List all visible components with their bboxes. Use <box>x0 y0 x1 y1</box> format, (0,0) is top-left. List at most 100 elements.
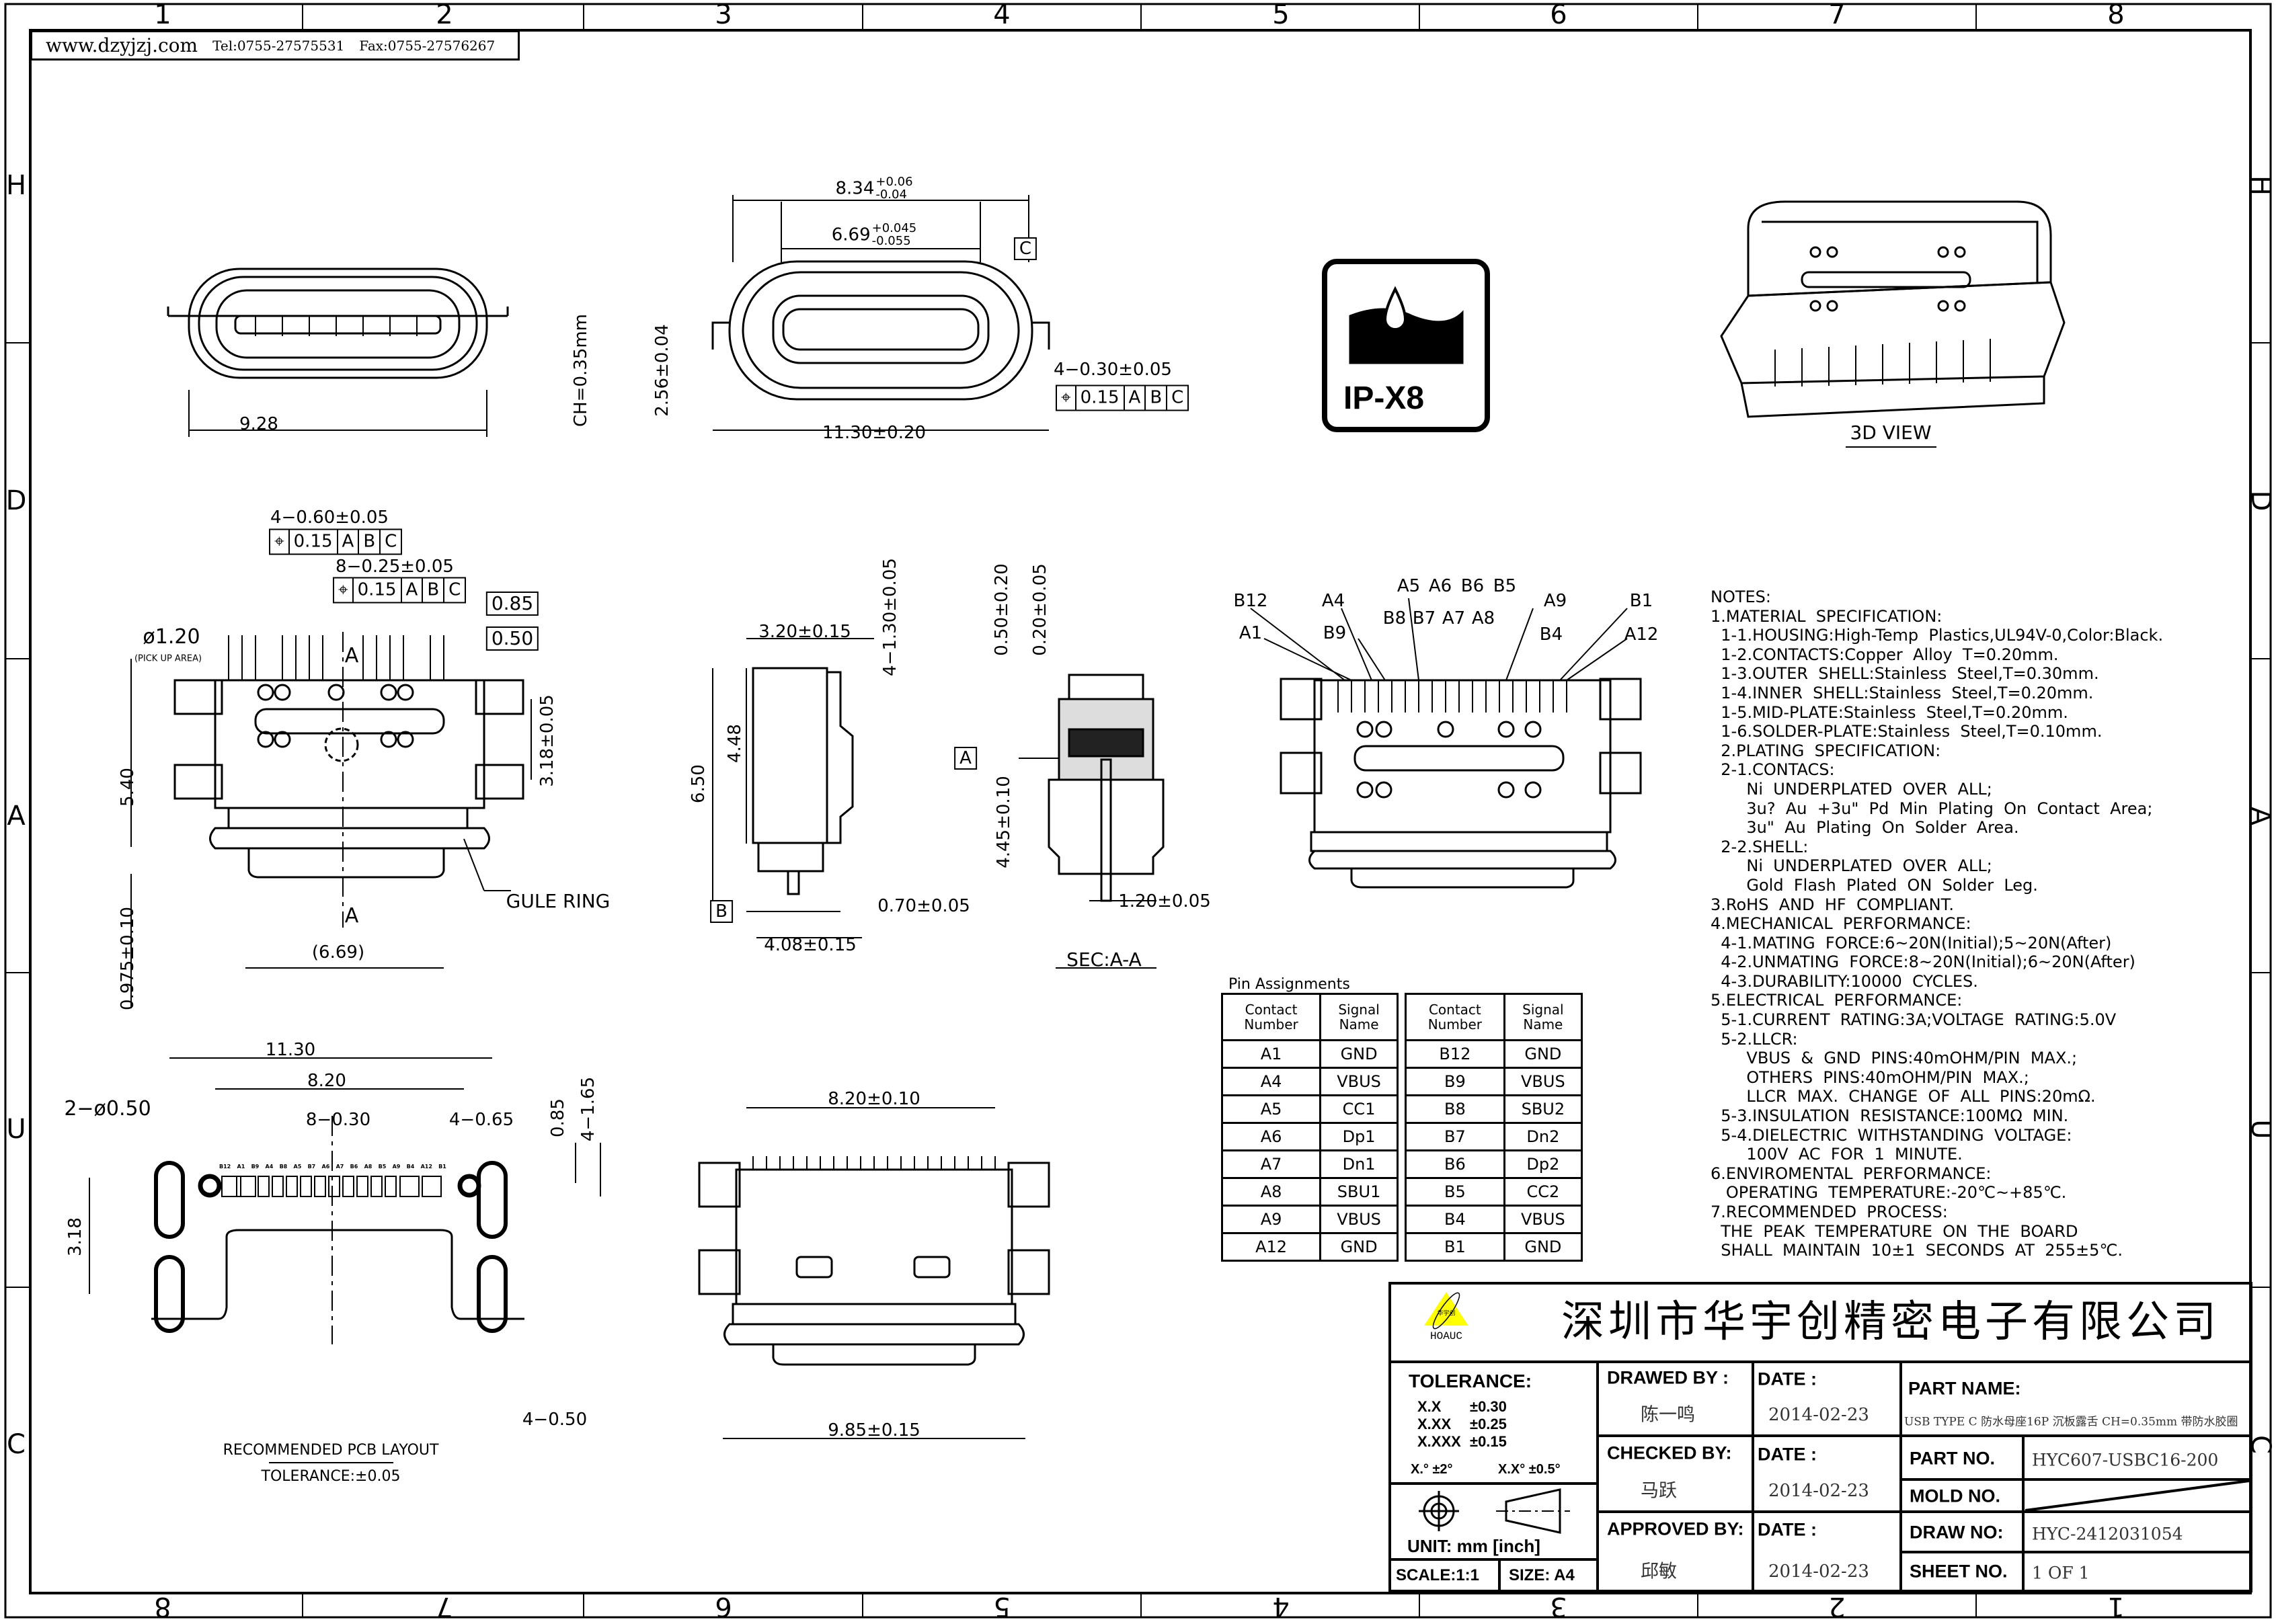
3d-view <box>1720 200 2066 448</box>
dim-11-30-pcb: 11.30 <box>265 1040 316 1060</box>
pad-label: B12 <box>219 1164 231 1170</box>
note-line: 1-4.INNER SHELL:Stainless Steel,T=0.20mm… <box>1711 683 2094 702</box>
pad-label: A7 <box>336 1164 344 1170</box>
dim-0-85-pcb: 0.85 <box>548 1098 568 1137</box>
note-line: 5-3.INSULATION RESISTANCE:100MΩ MIN. <box>1711 1106 2069 1126</box>
logo-cn-text: 华宇创 <box>1437 1310 1456 1317</box>
approved-by: 邱敏 <box>1641 1561 1677 1582</box>
contact-cell: B9 <box>1405 1067 1505 1096</box>
title-block-symbols <box>1419 1488 1570 1534</box>
part-no: HYC607-USBC16-200 <box>2032 1450 2219 1470</box>
datum-b: B <box>710 900 733 923</box>
grid-col-label: 8 <box>2107 0 2125 30</box>
signal-cell: VBUS <box>1503 1067 1583 1096</box>
draw-no: HYC-2412031054 <box>2032 1524 2183 1544</box>
pin-label: A6 <box>1428 576 1452 596</box>
contact-cell: B5 <box>1405 1177 1505 1207</box>
pin-view <box>1250 598 1642 889</box>
pad-label: A9 <box>392 1164 401 1170</box>
note-line: THE PEAK TEMPERATURE ON THE BOARD <box>1711 1221 2078 1241</box>
signal-cell: GND <box>1503 1232 1583 1262</box>
draw-no-label: DRAW NO: <box>1910 1522 2004 1543</box>
grid-ticks <box>5 4 2271 1617</box>
grid-col-label: 7 <box>1828 0 1846 30</box>
basic-dim-0-85: 0.85 <box>485 592 539 616</box>
signal-cell: Dn2 <box>1503 1122 1583 1151</box>
grid-row-label: C <box>2245 1435 2276 1454</box>
pin-label: A7 <box>1442 608 1466 628</box>
date-drawed: 2014-02-23 <box>1768 1405 1869 1425</box>
pin-label: A8 <box>1471 608 1495 628</box>
col-header: Contact Number <box>1220 993 1322 1041</box>
pin-label: A4 <box>1321 591 1345 611</box>
section-title: SEC:A-A <box>1066 948 1142 971</box>
approved-by-label: APPROVED BY: <box>1607 1518 1744 1539</box>
note-line: 2-2.SHELL: <box>1711 837 1809 856</box>
section-marker: A <box>344 904 359 928</box>
note-line: 1.MATERIAL SPECIFICATION: <box>1711 606 1943 626</box>
grid-col-label: 6 <box>715 1591 732 1622</box>
pad-label: A5 <box>293 1164 302 1170</box>
grid-row-label: A <box>7 801 26 831</box>
fcf-datum: A <box>1123 386 1145 410</box>
note-line: 4-3.DURABILITY:10000 CYCLES. <box>1711 971 1978 991</box>
note-line: 4-1.MATING FORCE:6~20N(Initial);5~20N(Af… <box>1711 933 2112 952</box>
checked-by-label: CHECKED BY: <box>1607 1443 1732 1463</box>
website-link[interactable]: www.dzyjzj.com <box>46 34 198 56</box>
note-line: 3u? Au +3u" Pd Min Plating On Contact Ar… <box>1711 799 2153 818</box>
tol-format: X.XXX <box>1417 1433 1461 1450</box>
signal-cell: GND <box>1319 1232 1399 1262</box>
dim-holes: 2−ø0.50 <box>64 1097 151 1121</box>
position-icon: ⌖ <box>338 579 348 600</box>
note-line: 5.ELECTRICAL PERFORMANCE: <box>1711 991 1963 1010</box>
contact-cell: A8 <box>1220 1177 1322 1207</box>
pin-table-caption: Pin Assignments <box>1228 976 1350 993</box>
pcb-layout-view <box>89 1057 601 1463</box>
company-contact-header: www.dzyjzj.com Tel:0755-27575531 Fax:075… <box>30 30 520 60</box>
section-view <box>1019 674 1165 969</box>
contact-cell: A4 <box>1220 1067 1322 1096</box>
note-line: 6.ENVIROMENTAL PERFORMANCE: <box>1711 1164 1992 1183</box>
scale-label: SCALE:1:1 <box>1396 1566 1480 1584</box>
datum-a: A <box>954 747 977 770</box>
signal-cell: Dn1 <box>1319 1149 1399 1179</box>
dim-0-975: 0.975±0.10 <box>118 906 138 1011</box>
dim-9-85: 9.85±0.15 <box>828 1420 920 1440</box>
note-line: Gold Flash Plated ON Solder Leg. <box>1711 875 2038 895</box>
grid-row-label: U <box>6 1114 26 1145</box>
pad-label: B5 <box>378 1164 387 1170</box>
grid-col-label: 2 <box>436 0 453 30</box>
signal-cell: SBU1 <box>1319 1177 1399 1207</box>
dim-0-60: 4−0.60±0.05 <box>270 508 389 528</box>
fcf-datum: B <box>358 530 379 554</box>
grid-col-label: 4 <box>1272 1591 1290 1622</box>
part-no-label: PART NO. <box>1910 1448 1995 1469</box>
fcf-datum: B <box>422 578 443 602</box>
signal-cell: SBU2 <box>1503 1094 1583 1124</box>
signal-cell: VBUS <box>1319 1205 1399 1234</box>
signal-cell: GND <box>1503 1039 1583 1069</box>
ip-x8-icon <box>1322 259 1490 432</box>
date-label: DATE : <box>1758 1444 1817 1465</box>
grid-col-label: 5 <box>993 1591 1011 1622</box>
dim-4-0-65: 4−0.65 <box>448 1110 514 1130</box>
note-line: 1-1.HOUSING:High-Temp Plastics,UL94V-0,C… <box>1711 626 2164 645</box>
telephone: Tel:0755-27575531 <box>212 37 345 54</box>
front-view <box>130 632 532 1008</box>
note-line: LLCR MAX. CHANGE OF ALL PINS:20mΩ. <box>1711 1087 2096 1106</box>
dim-4-48: 4.48 <box>725 724 745 763</box>
tol-value: ±0.25 <box>1470 1416 1507 1432</box>
note-line: 1-5.MID-PLATE:Stainless Steel,T=0.20mm. <box>1711 702 2068 722</box>
pcb-layout-tolerance: TOLERANCE:±0.05 <box>261 1468 401 1485</box>
dim-11-30: 11.30±0.20 <box>822 423 927 443</box>
pad-label: A6 <box>321 1164 330 1170</box>
tol-value: ±0.30 <box>1470 1398 1507 1415</box>
sheet-no: 1 OF 1 <box>2032 1563 2090 1583</box>
